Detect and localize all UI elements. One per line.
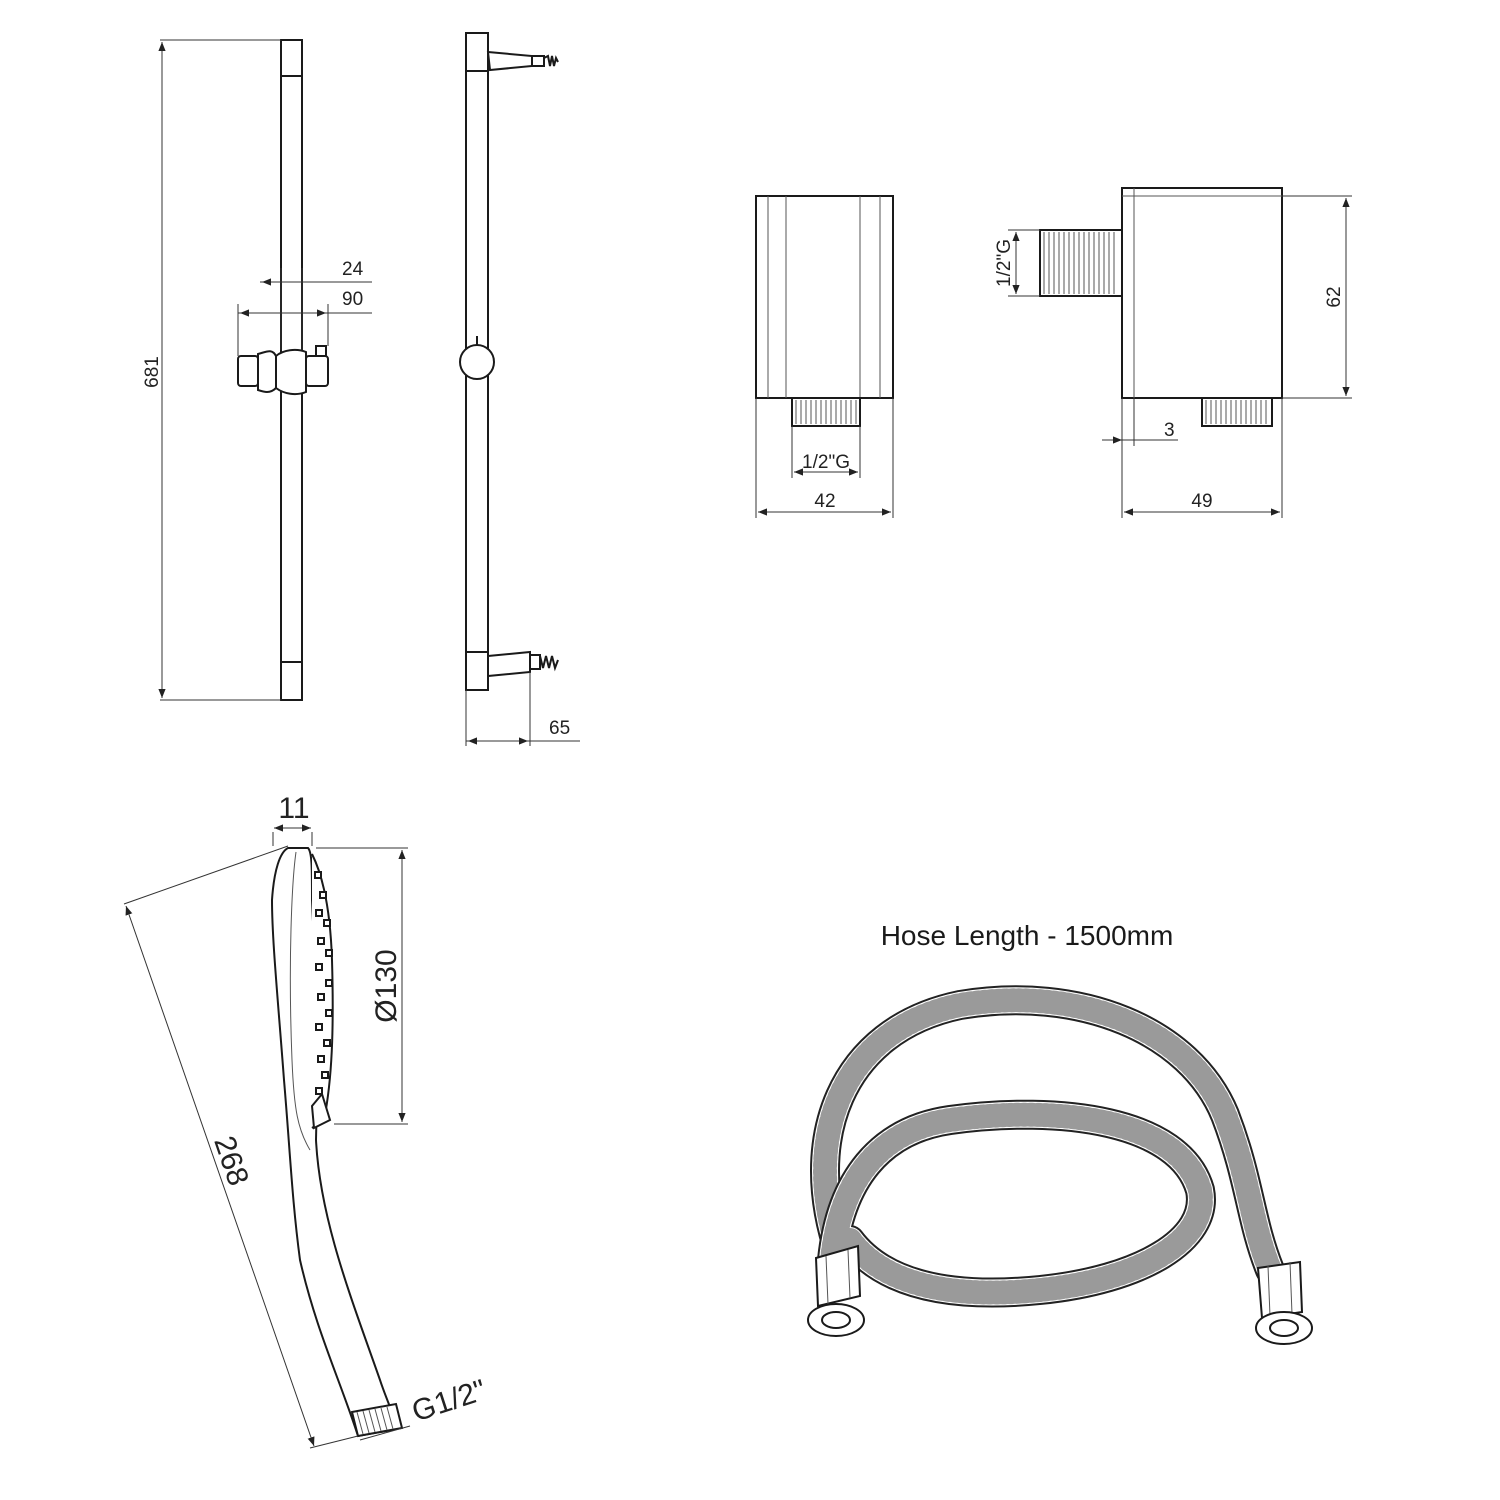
riser-rail-side-view: 65: [459, 32, 580, 746]
dim-front-width: 42: [814, 491, 835, 512]
side-outlet-thread: [1201, 397, 1273, 427]
rail-slider: [237, 345, 329, 396]
dim-shower-length: 268: [207, 1132, 255, 1190]
dim-side-height: 62: [1324, 286, 1345, 307]
wall-outlet-side-view: 1/2"G 62 3 49: [994, 187, 1352, 518]
hose-length-title: Hose Length - 1500mm: [881, 920, 1174, 951]
dim-shower-thickness: 11: [278, 792, 309, 825]
riser-rail-front-view: 681 24 90: [142, 39, 372, 701]
bottom-wall-screw: [529, 654, 559, 672]
slider-knob: [459, 344, 495, 380]
wall-outlet-front-view: 1/2"G 42: [755, 195, 894, 518]
dim-side-offset: 3: [1164, 420, 1175, 441]
shower-hose: Hose Length - 1500mm: [807, 920, 1313, 1345]
side-wall-thread: [1039, 229, 1123, 297]
dim-front-thread: 1/2"G: [802, 452, 850, 473]
hand-shower-body: [270, 847, 396, 1438]
hose-left-connector: [807, 1244, 865, 1337]
dim-rail-length: 681: [142, 356, 163, 388]
shower-thread-label: G1/2": [408, 1374, 490, 1429]
top-wall-screw: [531, 54, 559, 67]
dim-slider-width: 90: [342, 289, 363, 310]
spray-nozzles: [314, 871, 333, 1095]
front-outlet-thread: [791, 397, 861, 427]
hand-shower-side-view: 11 Ø130 268 G1/2": [123, 792, 490, 1449]
hose-right-connector: [1255, 1260, 1313, 1345]
rail-bottom-bracket: [280, 661, 303, 701]
dim-rail-projection: 65: [549, 718, 570, 739]
dim-bracket-width: 24: [342, 259, 364, 280]
dim-shower-diameter: Ø130: [370, 949, 403, 1022]
dim-side-depth: 49: [1191, 491, 1212, 512]
rail-top-bracket: [280, 39, 303, 77]
dim-side-thread: 1/2"G: [994, 239, 1015, 287]
